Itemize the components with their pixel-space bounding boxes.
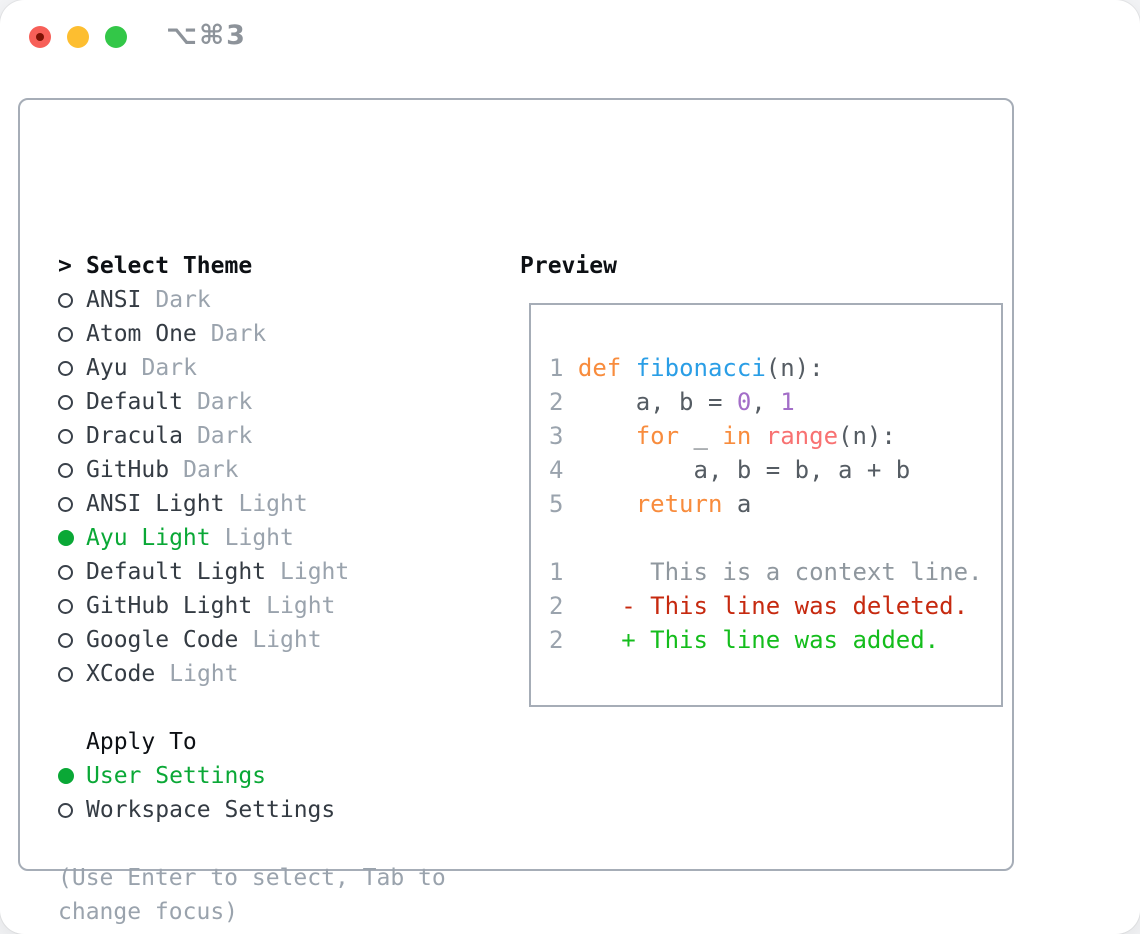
code-line: 1 def fibonacci(n): xyxy=(549,354,824,382)
select-theme-header: > Select Theme xyxy=(58,249,446,283)
radio-icon xyxy=(58,564,73,580)
select-theme-title: Select Theme xyxy=(86,253,253,279)
code-line: 4 a, b = b, a + b xyxy=(549,456,911,484)
window-title: ⌥⌘3 xyxy=(166,20,247,51)
option-tag: Dark xyxy=(196,423,253,449)
option-label: Google Code xyxy=(86,627,239,653)
preview-title: Preview xyxy=(520,253,617,279)
line-number: 1 xyxy=(549,558,564,586)
option-label: Default xyxy=(86,389,183,415)
preview-code: 1 def fibonacci(n): 2 a, b = 0, 1 3 for _ … xyxy=(549,351,982,657)
option-label: User Settings xyxy=(86,763,267,789)
line-number: 2 xyxy=(549,592,564,620)
theme-picker-panel: > Select Theme ANSI Dark Atom One Dark A… xyxy=(58,249,446,929)
theme-option[interactable]: ANSI Light Light xyxy=(58,487,446,521)
line-number: 4 xyxy=(549,456,564,484)
option-tag: Light xyxy=(224,525,294,551)
code-line: 5 return a xyxy=(549,490,752,518)
apply-to-title: Apply To xyxy=(86,729,197,755)
radio-icon xyxy=(58,326,73,342)
option-tag: Dark xyxy=(155,287,211,313)
radio-icon xyxy=(58,428,73,444)
theme-option[interactable]: Default Light Light xyxy=(58,555,446,589)
option-label: Default Light xyxy=(86,559,267,585)
radio-icon xyxy=(58,394,73,410)
spacer xyxy=(58,691,446,725)
code-line: 2 - This line was deleted. xyxy=(549,592,969,620)
theme-option[interactable]: Default Dark xyxy=(58,385,446,419)
option-label: Workspace Settings xyxy=(86,797,336,823)
theme-option[interactable]: Ayu Light Light xyxy=(58,521,446,555)
minimize-button-icon[interactable] xyxy=(67,26,89,48)
theme-option[interactable]: Google Code Light xyxy=(58,623,446,657)
option-tag: Dark xyxy=(183,457,239,483)
radio-icon xyxy=(58,632,73,648)
apply-to-option[interactable]: Workspace Settings xyxy=(58,793,446,827)
option-tag: Light xyxy=(266,593,336,619)
radio-icon xyxy=(58,462,73,478)
code-line: 2 a, b = 0, 1 xyxy=(549,388,795,416)
option-tag: Dark xyxy=(141,355,197,381)
radio-icon xyxy=(58,598,73,614)
code-line: 1 This is a context line. xyxy=(549,558,983,586)
option-label: ANSI xyxy=(86,287,142,313)
option-tag: Light xyxy=(280,559,350,585)
theme-option[interactable]: ANSI Dark xyxy=(58,283,446,317)
apply-to-option[interactable]: User Settings xyxy=(58,759,446,793)
hint-line: change focus) xyxy=(58,899,239,925)
option-label: Dracula xyxy=(86,423,183,449)
theme-option[interactable]: Dracula Dark xyxy=(58,419,446,453)
option-tag: Light xyxy=(252,627,322,653)
option-tag: Light xyxy=(238,491,308,517)
option-tag: Light xyxy=(169,661,239,687)
radio-icon xyxy=(58,496,73,512)
line-number: 1 xyxy=(549,354,564,382)
radio-icon xyxy=(58,802,73,818)
line-number: 2 xyxy=(549,626,564,654)
content-frame: > Select Theme ANSI Dark Atom One Dark A… xyxy=(18,98,1014,925)
theme-option[interactable]: XCode Light xyxy=(58,657,446,691)
hint-line: (Use Enter to select, Tab to xyxy=(58,865,446,891)
option-tag: Dark xyxy=(196,389,253,415)
code-line: 2 + This line was added. xyxy=(549,626,940,654)
line-number: 3 xyxy=(549,422,564,450)
option-label: Ayu xyxy=(86,355,128,381)
window-controls xyxy=(29,26,127,48)
code-line: 3 for _ in range(n): xyxy=(549,422,896,450)
option-label: ANSI Light xyxy=(86,491,225,517)
option-tag: Dark xyxy=(210,321,267,347)
option-label: Ayu Light xyxy=(86,525,211,551)
line-number: 5 xyxy=(549,490,564,518)
option-label: Atom One xyxy=(86,321,197,347)
radio-icon xyxy=(58,360,73,376)
apply-to-list: User Settings Workspace Settings xyxy=(58,759,446,827)
option-label: GitHub Light xyxy=(86,593,253,619)
radio-icon xyxy=(58,666,73,682)
preview-box xyxy=(529,303,1003,707)
theme-list: ANSI Dark Atom One Dark Ayu Dark Default… xyxy=(58,283,446,691)
theme-option[interactable]: Ayu Dark xyxy=(58,351,446,385)
prompt-icon: > xyxy=(58,253,72,279)
apply-to-header: Apply To xyxy=(58,725,446,759)
line-number: 2 xyxy=(549,388,564,416)
close-button-icon[interactable] xyxy=(29,26,51,48)
radio-icon xyxy=(58,292,73,308)
theme-option[interactable]: Atom One Dark xyxy=(58,317,446,351)
code-line xyxy=(549,521,982,555)
radio-icon xyxy=(58,530,74,546)
option-label: XCode xyxy=(86,661,156,687)
radio-icon xyxy=(58,768,74,784)
option-label: GitHub xyxy=(86,457,170,483)
theme-option[interactable]: GitHub Dark xyxy=(58,453,446,487)
theme-option[interactable]: GitHub Light Light xyxy=(58,589,446,623)
zoom-button-icon[interactable] xyxy=(105,26,127,48)
spacer xyxy=(58,827,446,861)
keyboard-hint: (Use Enter to select, Tab to change focus… xyxy=(58,861,446,929)
